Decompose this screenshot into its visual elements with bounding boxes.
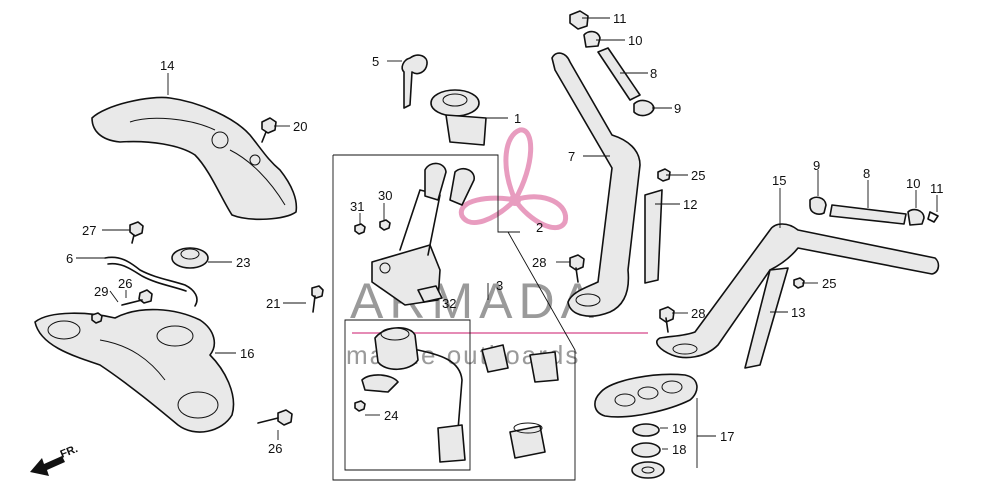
part-14-handlebar-cover bbox=[91, 96, 298, 221]
upper-weight-parts bbox=[569, 10, 655, 117]
callout-17: 17 bbox=[720, 429, 734, 444]
part-6-bracket bbox=[104, 256, 198, 307]
direction-label: FR. bbox=[59, 443, 80, 461]
callout-21: 21 bbox=[266, 296, 280, 311]
callout-6: 6 bbox=[66, 251, 73, 266]
callout-28-left: 28 bbox=[532, 255, 546, 270]
callout-28-right: 28 bbox=[691, 306, 705, 321]
callout-9-right: 9 bbox=[813, 158, 820, 173]
callout-24: 24 bbox=[384, 408, 398, 423]
bolts-25-28 bbox=[569, 168, 805, 333]
callout-9-upper: 9 bbox=[674, 101, 681, 116]
callout-26-upper: 26 bbox=[118, 276, 132, 291]
callout-31: 31 bbox=[350, 199, 364, 214]
callout-23: 23 bbox=[236, 255, 250, 270]
callout-3: 3 bbox=[496, 278, 503, 293]
callout-11-right: 11 bbox=[930, 181, 944, 196]
callout-7: 7 bbox=[568, 149, 575, 164]
part-5-key bbox=[401, 54, 428, 109]
callout-8-upper: 8 bbox=[650, 66, 657, 81]
leader-lines bbox=[76, 17, 938, 450]
callout-15: 15 bbox=[772, 173, 786, 188]
callout-18: 18 bbox=[672, 442, 686, 457]
part-2-ignition-switch bbox=[371, 162, 475, 306]
watermark-propeller-logo bbox=[458, 127, 569, 230]
part-7-left-handlebar bbox=[551, 52, 641, 317]
part-15-right-handlebar bbox=[656, 223, 940, 359]
part-23-grommet bbox=[171, 247, 209, 269]
callout-30: 30 bbox=[378, 188, 392, 203]
small-bolts bbox=[91, 117, 324, 426]
part-13-lever bbox=[744, 267, 789, 369]
callout-1: 1 bbox=[514, 111, 521, 126]
callout-13: 13 bbox=[791, 305, 805, 320]
callout-25-upper: 25 bbox=[691, 168, 705, 183]
small-screws bbox=[354, 219, 391, 412]
connectors bbox=[481, 344, 559, 459]
callout-26-lower: 26 bbox=[268, 441, 282, 456]
part-32-switch-body bbox=[361, 327, 466, 463]
ignition-assembly-frame bbox=[332, 154, 576, 481]
part-12-lever bbox=[644, 189, 663, 284]
callout-5: 5 bbox=[372, 54, 379, 69]
right-weight-parts bbox=[809, 196, 939, 226]
part-17-pad-assembly bbox=[594, 373, 698, 479]
callout-25-right: 25 bbox=[822, 276, 836, 291]
callout-32: 32 bbox=[442, 296, 456, 311]
callout-12: 12 bbox=[683, 197, 697, 212]
part-16-lower-bracket bbox=[34, 308, 235, 433]
callout-2: 2 bbox=[536, 220, 543, 235]
callout-10-upper: 10 bbox=[628, 33, 642, 48]
callout-29: 29 bbox=[94, 284, 108, 299]
callout-19: 19 bbox=[672, 421, 686, 436]
part-1-lock-cylinder bbox=[430, 89, 487, 146]
callout-11-upper: 11 bbox=[613, 11, 627, 26]
callout-labels: 1 2 3 5 6 7 8 8 9 9 10 10 11 11 12 13 14… bbox=[66, 11, 944, 457]
callout-16: 16 bbox=[240, 346, 254, 361]
callout-8-right: 8 bbox=[863, 166, 870, 181]
front-direction-arrow: FR. bbox=[30, 443, 80, 476]
callout-10-right: 10 bbox=[906, 176, 920, 191]
callout-27: 27 bbox=[82, 223, 96, 238]
callout-20: 20 bbox=[293, 119, 307, 134]
callout-14: 14 bbox=[160, 58, 174, 73]
